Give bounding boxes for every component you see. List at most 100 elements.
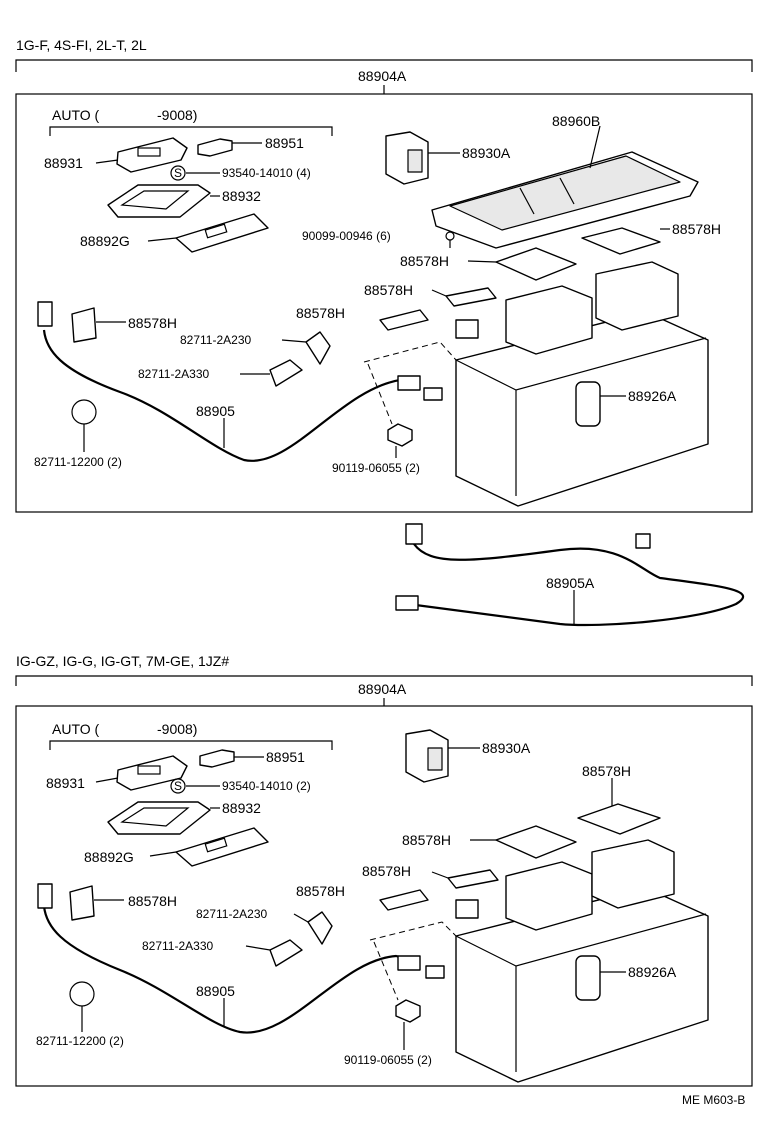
label-88930A: 88930A — [462, 145, 511, 161]
label-93540: 93540-14010 (2) — [222, 779, 311, 793]
lid-rib — [519, 187, 535, 215]
lid-rib — [559, 177, 575, 205]
cable-connector-c — [423, 387, 443, 401]
label-88578H-a: 88578H — [672, 221, 721, 237]
locator-line — [373, 941, 399, 1001]
cable-a-connector-3 — [395, 595, 419, 611]
s-mark-text: S — [174, 779, 182, 793]
label-90099: 90099-00946 (6) — [302, 229, 391, 243]
assembly-label-2: 88904A — [358, 681, 407, 697]
clip-82711-2A330-part — [269, 359, 303, 387]
label-88926A: 88926A — [628, 388, 677, 404]
cushion-88578H-e-part — [69, 885, 95, 921]
coin-tray-88926A-part — [575, 955, 601, 1001]
label-82711-2A330: 82711-2A330 — [138, 367, 210, 381]
footer-code: ME M603-B — [682, 1093, 745, 1107]
switch-face — [427, 747, 443, 771]
locator-line — [369, 921, 457, 941]
label-82711-12200: 82711-12200 (2) — [34, 455, 122, 469]
label-82711-2A230: 82711-2A230 — [196, 907, 268, 921]
label-88930A: 88930A — [482, 740, 531, 756]
s-mark-icon — [170, 778, 186, 794]
label-88931: 88931 — [46, 775, 85, 791]
assembly-label-1: 88904A — [358, 68, 407, 84]
console-socket — [455, 899, 479, 919]
label-88932: 88932 — [222, 188, 261, 204]
clip-82711-2A330-part — [269, 939, 303, 967]
clip-82711-2A230-part — [305, 331, 331, 365]
cushion-88578H-d-part — [379, 889, 429, 911]
cupholder-left — [505, 861, 593, 931]
label-90119: 90119-06055 (2) — [332, 461, 420, 475]
auto-code-2: -9008) — [157, 721, 197, 737]
section-bracket-1 — [15, 59, 753, 72]
auto-label-1: AUTO ( — [52, 107, 100, 123]
bolt-90119-part — [387, 423, 413, 447]
cushion-88578H-d-part — [379, 309, 429, 331]
section-1: 1G-F, 4S-FI, 2L-T, 2L 88904A AUTO ( -900… — [15, 37, 753, 627]
label-88578H-a: 88578H — [582, 763, 631, 779]
label-88931: 88931 — [44, 155, 83, 171]
s-mark-text: S — [174, 166, 182, 180]
bracket-slot — [137, 147, 161, 157]
section-bracket-2 — [15, 675, 753, 686]
cushion-88578H-b-part — [495, 825, 577, 859]
cable-connector-a — [37, 883, 53, 909]
auto-label-2: AUTO ( — [52, 721, 100, 737]
cushion-88578H-c-part — [445, 287, 497, 307]
label-88578H-d: 88578H — [296, 883, 345, 899]
clamp-82711-12200-part — [69, 981, 95, 1007]
cable-connector-b — [397, 955, 421, 971]
label-82711-2A230: 82711-2A230 — [180, 333, 252, 347]
cable-connector-c — [425, 965, 445, 979]
cable-a-connector-1 — [405, 523, 423, 545]
label-90119: 90119-06055 (2) — [344, 1053, 432, 1067]
cable-connector-a — [37, 301, 53, 327]
label-82711-2A330: 82711-2A330 — [142, 939, 214, 953]
leader — [431, 289, 447, 297]
leader — [95, 159, 119, 164]
locator-line — [367, 363, 393, 425]
leader — [149, 851, 177, 857]
clamp-82711-12200-part — [71, 399, 97, 425]
leader — [95, 777, 119, 783]
label-88578H-b: 88578H — [402, 832, 451, 848]
cable-connector-b — [397, 375, 421, 391]
label-88951: 88951 — [266, 749, 305, 765]
label-88905: 88905 — [196, 403, 235, 419]
clip-88951-part — [199, 749, 235, 768]
label-88892G: 88892G — [80, 233, 130, 249]
cable-a-connector-2 — [635, 533, 651, 549]
tray-88932-part — [107, 801, 211, 835]
leader — [245, 945, 271, 951]
leader — [589, 125, 601, 169]
label-88905: 88905 — [196, 983, 235, 999]
clip-88951-part — [197, 138, 233, 157]
label-88578H-e: 88578H — [128, 893, 177, 909]
engine-header-2: IG-GZ, IG-G, IG-GT, 7M-GE, 1JZ# — [16, 653, 229, 669]
label-88578H-c: 88578H — [364, 282, 413, 298]
section-2: IG-GZ, IG-G, IG-GT, 7M-GE, 1JZ# 88904A A… — [15, 653, 753, 1087]
cushion-88578H-e-part — [71, 307, 97, 343]
cushion-88578H-c-part — [447, 869, 499, 889]
label-88578H-b: 88578H — [400, 253, 449, 269]
cupholder-right — [591, 839, 675, 909]
screw-90099-icon — [445, 231, 455, 241]
label-93540: 93540-14010 (4) — [222, 166, 311, 180]
console-socket — [455, 319, 479, 339]
auto-code-1: -9008) — [157, 107, 197, 123]
label-88578H-d: 88578H — [296, 305, 345, 321]
tray-inner — [120, 807, 190, 827]
leader — [293, 913, 309, 923]
bolt-90119-part — [395, 999, 421, 1023]
cupholder-right — [595, 261, 679, 331]
auto-bracket-1 — [49, 126, 333, 136]
cushion-88578H-a-part — [577, 803, 661, 835]
plate-hole — [204, 223, 228, 239]
label-82711-12200: 82711-12200 (2) — [36, 1034, 124, 1048]
auto-bracket-2 — [49, 740, 333, 750]
assembly-frame-1 — [15, 93, 753, 513]
plate-hole — [204, 837, 228, 853]
label-88578H-c: 88578H — [362, 863, 411, 879]
lid-top — [449, 155, 681, 231]
